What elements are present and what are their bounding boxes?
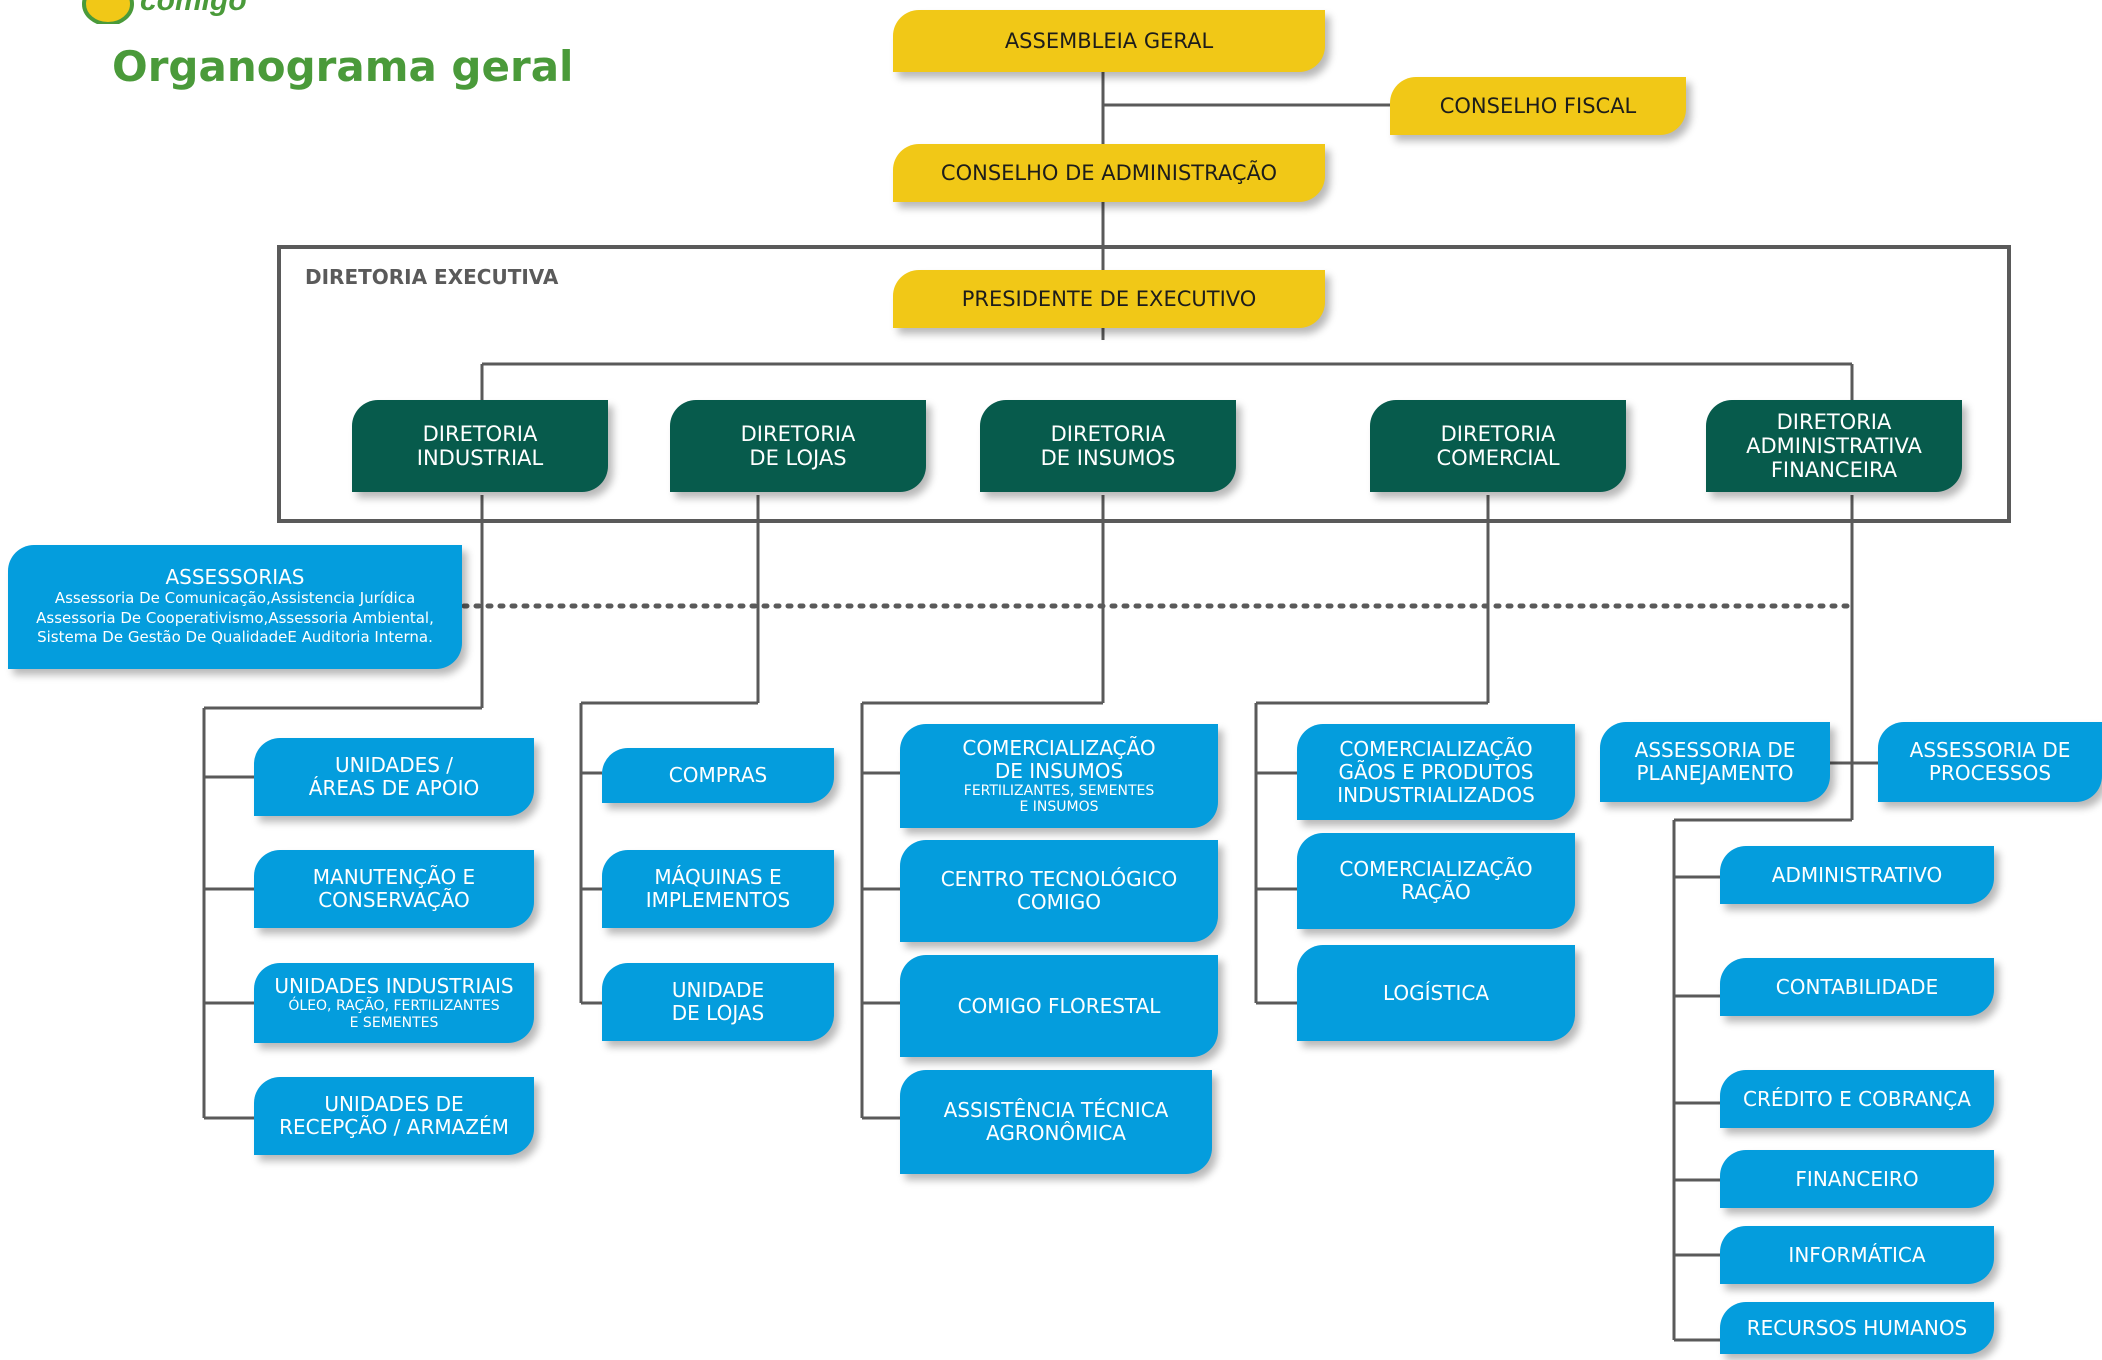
- node-sublabel: FERTILIZANTES, SEMENTES E INSUMOS: [963, 782, 1155, 815]
- node-label: COMPRAS: [668, 763, 768, 787]
- node-centro-tecnologico[interactable]: CENTRO TECNOLÓGICO COMIGO: [900, 840, 1218, 942]
- node-label: ASSEMBLEIA GERAL: [1004, 28, 1214, 53]
- node-label: ADMINISTRATIVO: [1771, 862, 1943, 887]
- node-credito-cobranca[interactable]: CRÉDITO E COBRANÇA: [1720, 1070, 1994, 1128]
- node-contabilidade[interactable]: CONTABILIDADE: [1720, 958, 1994, 1016]
- node-label: ASSISTÊNCIA TÉCNICA AGRONÔMICA: [943, 1098, 1169, 1145]
- node-diretoria-administrativa-financeira[interactable]: DIRETORIA ADMINISTRATIVA FINANCEIRA: [1706, 400, 1962, 492]
- node-label: UNIDADE DE LOJAS: [671, 978, 765, 1025]
- node-label: MÁQUINAS E IMPLEMENTOS: [645, 865, 791, 912]
- node-label: PRESIDENTE DE EXECUTIVO: [961, 286, 1257, 311]
- node-label: DIRETORIA DE LOJAS: [740, 421, 856, 470]
- node-label: CONSELHO FISCAL: [1439, 93, 1637, 118]
- assessorias-title: ASSESSORIAS: [165, 565, 305, 590]
- node-manutencao-conservacao[interactable]: MANUTENÇÃO E CONSERVAÇÃO: [254, 850, 534, 928]
- node-label: DIRETORIA ADMINISTRATIVA FINANCEIRA: [1746, 409, 1922, 483]
- node-label: COMERCIALIZAÇÃO GÃOS E PRODUTOS INDUSTRI…: [1337, 736, 1535, 807]
- node-label: MANUTENÇÃO E CONSERVAÇÃO: [312, 865, 476, 912]
- node-label: COMERCIALIZAÇÃO DE INSUMOS: [962, 735, 1156, 783]
- node-compras[interactable]: COMPRAS: [602, 748, 834, 803]
- node-comercializacao-insumos[interactable]: COMERCIALIZAÇÃO DE INSUMOS FERTILIZANTES…: [900, 724, 1218, 828]
- node-assessorias[interactable]: ASSESSORIAS Assessoria De Comunicação,As…: [8, 545, 462, 669]
- node-logistica[interactable]: LOGÍSTICA: [1297, 945, 1575, 1041]
- node-label: UNIDADES INDUSTRIAIS: [274, 974, 514, 999]
- node-unidade-lojas[interactable]: UNIDADE DE LOJAS: [602, 963, 834, 1041]
- comigo-logo: comigo: [82, 0, 282, 26]
- node-assessoria-planejamento[interactable]: ASSESSORIA DE PLANEJAMENTO: [1600, 722, 1830, 802]
- node-assessoria-processos[interactable]: ASSESSORIA DE PROCESSOS: [1878, 722, 2102, 802]
- node-comercializacao-graos[interactable]: COMERCIALIZAÇÃO GÃOS E PRODUTOS INDUSTRI…: [1297, 724, 1575, 820]
- node-conselho-administracao[interactable]: CONSELHO DE ADMINISTRAÇÃO: [893, 144, 1325, 202]
- node-diretoria-comercial[interactable]: DIRETORIA COMERCIAL: [1370, 400, 1626, 492]
- node-conselho-fiscal[interactable]: CONSELHO FISCAL: [1390, 77, 1686, 135]
- node-label: LOGÍSTICA: [1382, 980, 1490, 1005]
- node-label: CONTABILIDADE: [1775, 974, 1939, 999]
- node-label: COMERCIALIZAÇÃO RAÇÃO: [1339, 857, 1533, 904]
- node-label: CENTRO TECNOLÓGICO COMIGO: [940, 867, 1178, 914]
- diretoria-executiva-frame: [277, 245, 2011, 523]
- node-label: COMIGO FLORESTAL: [957, 993, 1161, 1018]
- node-recursos-humanos[interactable]: RECURSOS HUMANOS: [1720, 1302, 1994, 1354]
- page-title: Organograma geral: [112, 42, 574, 91]
- node-label: DIRETORIA COMERCIAL: [1436, 421, 1560, 470]
- node-label: FINANCEIRO: [1795, 1166, 1919, 1191]
- node-unidades-recepcao[interactable]: UNIDADES DE RECEPÇÃO / ARMAZÉM: [254, 1077, 534, 1155]
- node-label: CRÉDITO E COBRANÇA: [1743, 1086, 1971, 1111]
- node-diretoria-lojas[interactable]: DIRETORIA DE LOJAS: [670, 400, 926, 492]
- node-maquinas-implementos[interactable]: MÁQUINAS E IMPLEMENTOS: [602, 850, 834, 928]
- node-label: UNIDADES / ÁREAS DE APOIO: [308, 753, 480, 800]
- node-financeiro[interactable]: FINANCEIRO: [1720, 1150, 1994, 1208]
- node-unidades-industriais[interactable]: UNIDADES INDUSTRIAIS ÓLEO, RAÇÃO, FERTIL…: [254, 963, 534, 1043]
- node-label: ASSESSORIA DE PROCESSOS: [1909, 738, 2071, 785]
- node-label: UNIDADES DE RECEPÇÃO / ARMAZÉM: [279, 1092, 509, 1139]
- node-label: RECURSOS HUMANOS: [1746, 1315, 1968, 1340]
- node-unidades-apoio[interactable]: UNIDADES / ÁREAS DE APOIO: [254, 738, 534, 816]
- node-label: DIRETORIA DE INSUMOS: [1040, 421, 1176, 470]
- logo-text: comigo: [140, 0, 247, 17]
- node-label: CONSELHO DE ADMINISTRAÇÃO: [940, 160, 1278, 185]
- node-sublabel: ÓLEO, RAÇÃO, FERTILIZANTES E SEMENTES: [288, 998, 500, 1031]
- assessorias-description: Assessoria De Comunicação,Assistencia Ju…: [36, 589, 434, 647]
- node-diretoria-insumos[interactable]: DIRETORIA DE INSUMOS: [980, 400, 1236, 492]
- node-label: ASSESSORIA DE PLANEJAMENTO: [1634, 738, 1796, 785]
- node-informatica[interactable]: INFORMÁTICA: [1720, 1226, 1994, 1284]
- node-comercializacao-racao[interactable]: COMERCIALIZAÇÃO RAÇÃO: [1297, 833, 1575, 929]
- node-administrativo[interactable]: ADMINISTRATIVO: [1720, 846, 1994, 904]
- node-label: DIRETORIA INDUSTRIAL: [416, 421, 544, 470]
- node-presidente-executivo[interactable]: PRESIDENTE DE EXECUTIVO: [893, 270, 1325, 328]
- node-diretoria-industrial[interactable]: DIRETORIA INDUSTRIAL: [352, 400, 608, 492]
- node-assembleia-geral[interactable]: ASSEMBLEIA GERAL: [893, 10, 1325, 72]
- diretoria-executiva-label: DIRETORIA EXECUTIVA: [305, 265, 559, 289]
- node-label: INFORMÁTICA: [1788, 1242, 1926, 1267]
- node-comigo-florestal[interactable]: COMIGO FLORESTAL: [900, 955, 1218, 1057]
- node-assistencia-tecnica[interactable]: ASSISTÊNCIA TÉCNICA AGRONÔMICA: [900, 1070, 1212, 1174]
